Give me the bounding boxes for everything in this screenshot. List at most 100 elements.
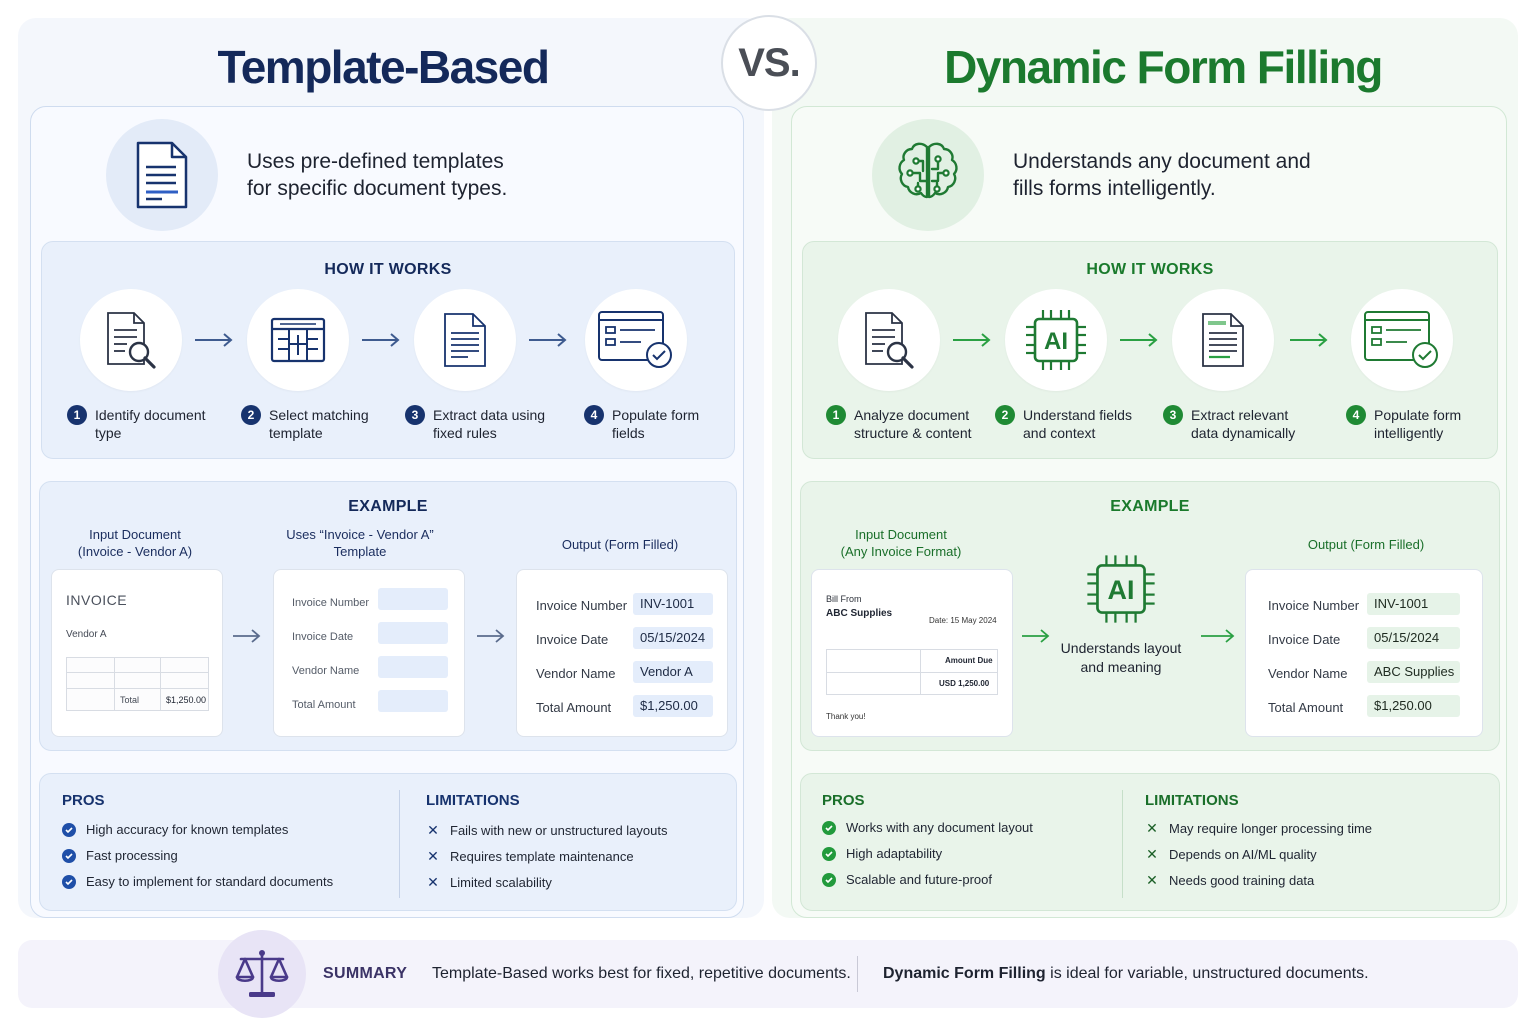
check-icon <box>822 872 836 887</box>
vs-badge: VS. <box>721 15 817 111</box>
right-intro: Understands any document and fills forms… <box>1013 150 1311 200</box>
output-label: Total Amount <box>1268 700 1344 715</box>
check-icon <box>822 846 836 861</box>
field-placeholder <box>378 622 448 644</box>
check-icon <box>62 822 76 837</box>
step-3: 3 Extract data using fixed rules <box>405 405 546 442</box>
understands-layout-text: Understands layout and meaning <box>1060 640 1182 675</box>
left-title: Template-Based <box>217 41 550 93</box>
step-2: 2 Select matching template <box>241 405 369 442</box>
check-icon <box>62 874 76 889</box>
arrow-icon <box>953 333 991 347</box>
check-icon <box>822 820 836 835</box>
limitation-item: ✕May require longer processing time <box>1146 820 1373 836</box>
step-number: 3 <box>405 405 425 425</box>
step-text: Select matching template <box>269 407 369 441</box>
step-number: 2 <box>241 405 261 425</box>
invoice-vendor: Vendor A <box>66 629 107 640</box>
ai-chip-label: AI <box>1108 575 1135 605</box>
template-heading: Uses “Invoice - Vendor A” Template <box>286 527 434 559</box>
how-it-works-title: HOW IT WORKS <box>1086 261 1214 278</box>
invoice-table: Total $1,250.00 <box>66 657 209 711</box>
total-value: $1,250.00 <box>166 695 207 705</box>
example-title: EXAMPLE <box>348 498 428 515</box>
template-based-panel: Uses pre-defined templates for specific … <box>30 106 744 918</box>
company-name: ABC Supplies <box>826 608 893 619</box>
example-title: EXAMPLE <box>1110 498 1190 515</box>
ai-chip-icon: AI <box>1087 555 1155 623</box>
output-value: ABC Supplies <box>1367 661 1460 683</box>
pro-item: Easy to implement for standard documents <box>62 874 333 889</box>
document-lines-icon <box>1172 289 1274 391</box>
arrow-icon <box>477 629 505 643</box>
left-example: EXAMPLE Input Document (Invoice - Vendor… <box>39 481 737 751</box>
step-text: Extract data using fixed rules <box>433 407 546 441</box>
output-label: Vendor Name <box>536 666 616 681</box>
output-label: Total Amount <box>536 700 612 715</box>
x-icon: ✕ <box>1146 820 1158 836</box>
left-intro: Uses pre-defined templates for specific … <box>247 150 508 200</box>
output-heading: Output (Form Filled) <box>1307 537 1425 552</box>
step-number: 2 <box>995 405 1015 425</box>
form-check-icon <box>585 289 687 391</box>
step-text: Populate form fields <box>612 407 700 441</box>
input-document-heading: Input Document (Any Invoice Format) <box>840 527 962 559</box>
check-icon <box>62 848 76 863</box>
summary-right-text: Dynamic Form Filling is ideal for variab… <box>883 965 1369 983</box>
arrow-icon <box>1120 333 1158 347</box>
document-lines-icon <box>414 289 516 391</box>
limitation-item: ✕Fails with new or unstructured layouts <box>427 822 668 838</box>
amount-due-label: Amount Due <box>945 656 993 665</box>
step-text: Analyze document structure & content <box>854 407 972 441</box>
x-icon: ✕ <box>427 874 439 890</box>
limitations-title: LIMITATIONS <box>1145 792 1239 809</box>
output-form-card: Invoice Number INV-1001 Invoice Date 05/… <box>1245 569 1483 737</box>
x-icon: ✕ <box>427 848 439 864</box>
bill-from-label: Bill From <box>826 594 862 604</box>
output-label: Invoice Date <box>536 632 609 647</box>
summary-divider <box>857 956 858 992</box>
output-value: $1,250.00 <box>633 695 713 717</box>
limitation-item: ✕Limited scalability <box>427 874 552 890</box>
arrow-icon <box>1290 333 1328 347</box>
output-label: Vendor Name <box>1268 666 1348 681</box>
output-value: 05/15/2024 <box>1367 627 1460 649</box>
total-label: Total <box>120 695 140 705</box>
thank-you-text: Thank you! <box>826 712 866 721</box>
divider <box>1122 790 1123 898</box>
x-icon: ✕ <box>427 822 439 838</box>
pro-item: Works with any document layout <box>822 820 1033 835</box>
pro-item: Scalable and future-proof <box>822 872 992 887</box>
amount-table: Amount Due USD 1,250.00 <box>826 649 998 695</box>
output-label: Invoice Date <box>1268 632 1341 647</box>
pro-item: High accuracy for known templates <box>62 822 288 837</box>
right-pros-limitations: PROS Works with any document layout High… <box>800 773 1500 911</box>
template-field: Invoice Date <box>292 631 354 643</box>
output-value: Vendor A <box>633 661 713 683</box>
invoice-card: INVOICE Vendor A Total $1,250.00 <box>51 569 223 737</box>
template-field: Total Amount <box>292 699 356 711</box>
input-document-heading: Input Document (Invoice - Vendor A) <box>77 527 193 559</box>
arrow-icon <box>195 333 233 347</box>
arrow-icon <box>233 629 261 643</box>
output-label: Invoice Number <box>536 598 628 613</box>
pro-item: High adaptability <box>822 846 942 861</box>
template-field: Invoice Number <box>292 597 370 609</box>
output-value: INV-1001 <box>633 593 713 615</box>
right-example: EXAMPLE Input Document (Any Invoice Form… <box>800 481 1500 751</box>
template-card: Invoice Number Invoice Date Vendor Name … <box>273 569 465 737</box>
limitation-item: ✕Depends on AI/ML quality <box>1146 846 1317 862</box>
amount-due-value: USD 1,250.00 <box>939 679 990 688</box>
summary-right-bold: Dynamic Form Filling <box>883 965 1046 982</box>
limitation-item: ✕Requires template maintenance <box>427 848 634 864</box>
invoice-title: INVOICE <box>66 592 128 608</box>
output-heading: Output (Form Filled) <box>561 537 679 552</box>
step-number: 1 <box>67 405 87 425</box>
document-search-icon <box>838 289 940 391</box>
template-field: Vendor Name <box>292 665 360 677</box>
